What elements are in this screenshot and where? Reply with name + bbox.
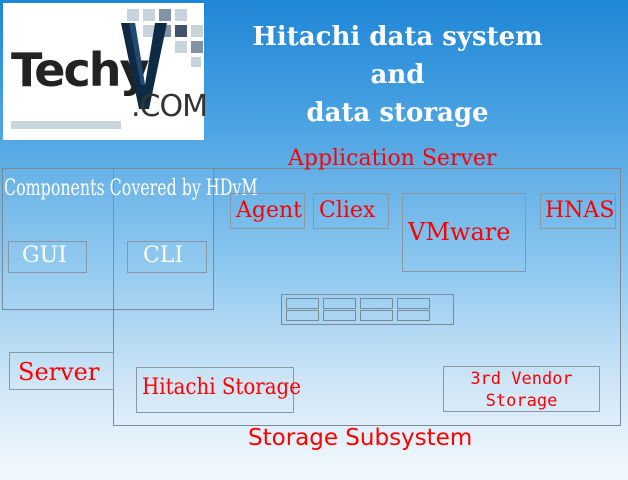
- hdvm-components-label: Components Covered by HDvM: [4, 176, 258, 201]
- hitachi-storage-label: Hitachi Storage: [142, 375, 301, 400]
- vmware-box: [402, 193, 526, 272]
- title-line-3: data storage: [306, 98, 489, 128]
- third-vendor-storage-label: 3rd Vendor Storage: [470, 369, 573, 411]
- cliex-label: Cliex: [319, 198, 376, 223]
- hnas-box: [540, 193, 616, 229]
- logo-techy-text: Techy: [11, 43, 149, 97]
- cli-label: CLI: [143, 243, 184, 268]
- title-line-1: Hitachi data system: [252, 22, 543, 52]
- server-box: [9, 352, 114, 390]
- server-label: Server: [18, 358, 100, 386]
- agent-box: [230, 193, 305, 229]
- agent-label: Agent: [236, 198, 302, 223]
- cliex-box: [313, 193, 389, 229]
- storage-subsystem-label: Storage Subsystem: [248, 425, 473, 451]
- application-server-label: Application Server: [288, 146, 497, 171]
- page-title: Hitachi data system and data storage: [225, 18, 570, 132]
- techyv-logo: Techy .COM: [3, 3, 208, 140]
- gui-label: GUI: [22, 243, 67, 268]
- title-line-2: and: [370, 60, 425, 90]
- logo-v-mark: [121, 23, 167, 109]
- vmware-label: VMware: [408, 218, 511, 246]
- hdvm-components-panel: [2, 168, 214, 310]
- hitachi-storage-box: [136, 367, 294, 413]
- network-switch: [281, 294, 454, 325]
- third-vendor-storage-box: [443, 366, 600, 412]
- cli-box: [127, 241, 207, 273]
- logo-com-text: .COM: [131, 89, 208, 124]
- hnas-label: HNAS: [545, 198, 615, 223]
- gui-box: [8, 241, 87, 273]
- application-server-panel: [113, 168, 621, 426]
